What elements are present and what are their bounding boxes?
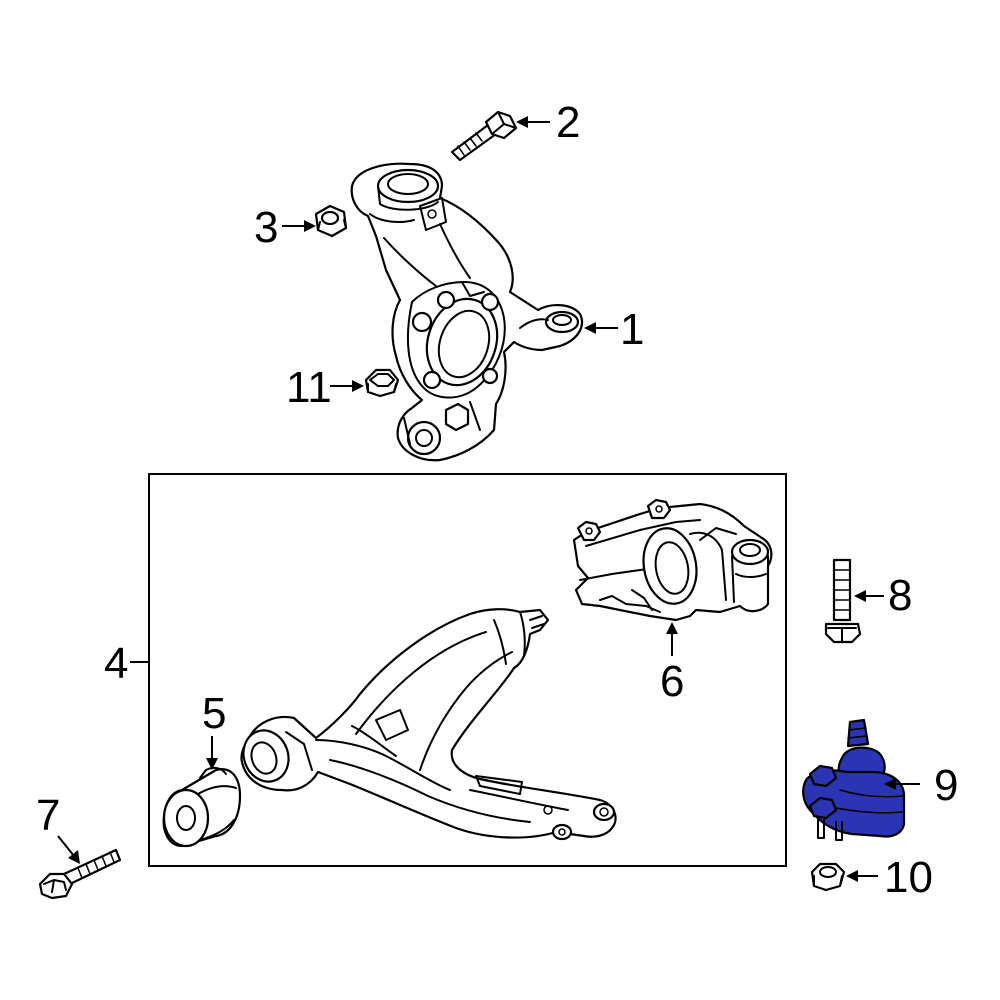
control-arm[interactable]	[236, 608, 617, 841]
callout-1-label: 1	[620, 305, 644, 354]
callout-6-label: 6	[660, 657, 684, 706]
callout-5: 5	[202, 689, 226, 770]
part-6-bushing-bracket[interactable]	[572, 498, 773, 622]
part-11-nut[interactable]	[364, 368, 400, 398]
assembly-box-4	[148, 473, 787, 867]
callout-10: 10	[846, 853, 933, 902]
callout-3: 3	[254, 203, 316, 252]
callout-10-label: 10	[884, 853, 933, 902]
callout-2-label: 2	[556, 98, 580, 147]
part-5-bushing[interactable]	[162, 766, 242, 848]
callout-2: 2	[516, 98, 580, 147]
callout-1: 1	[584, 305, 644, 354]
callout-11: 11	[286, 363, 364, 412]
part-3-nut[interactable]	[314, 204, 348, 238]
callout-6: 6	[660, 622, 684, 706]
callout-3-label: 3	[254, 203, 278, 252]
callout-11-label: 11	[286, 363, 332, 412]
part-9-ball-joint[interactable]	[802, 718, 906, 841]
part-8-bolt[interactable]	[824, 558, 862, 644]
part-7-bolt[interactable]	[38, 848, 122, 900]
part-1-steering-knuckle[interactable]	[350, 162, 584, 462]
callout-9-label: 9	[934, 761, 958, 810]
part-2-bolt[interactable]	[450, 110, 518, 162]
callout-4-label: 4	[104, 639, 128, 688]
callout-7: 7	[36, 791, 80, 864]
callout-8-label: 8	[888, 571, 912, 620]
callout-4: 4	[104, 639, 149, 688]
part-10-nut[interactable]	[810, 862, 846, 892]
callout-5-label: 5	[202, 689, 226, 738]
callout-9: 9	[884, 761, 958, 810]
callout-8: 8	[854, 571, 912, 620]
callout-7-label: 7	[36, 791, 60, 840]
